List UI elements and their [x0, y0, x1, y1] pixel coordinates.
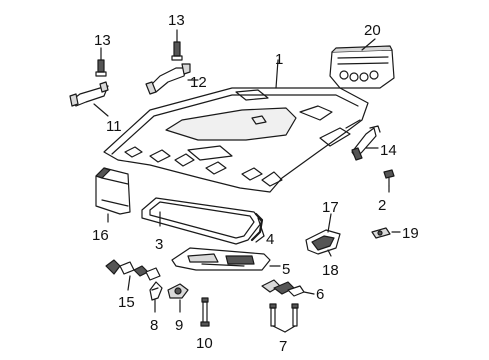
bolts-7-part — [269, 303, 299, 327]
lamp-module-16-part — [95, 167, 131, 215]
leader-line-17 — [327, 213, 332, 233]
fastener-13b-part — [171, 41, 183, 61]
callout-6: 6 — [316, 286, 324, 303]
callout-4: 4 — [266, 231, 274, 248]
coat-hook-14-part — [351, 125, 381, 161]
leader-line-15 — [127, 275, 131, 291]
leader-line-18 — [327, 249, 332, 257]
leader-line-6 — [303, 291, 315, 295]
fastener-13a-part — [95, 59, 107, 77]
leader-line-4a — [257, 217, 265, 237]
leader-line-4b — [255, 235, 265, 243]
callout-14: 14 — [380, 142, 397, 159]
console-bezel-5-part — [171, 247, 271, 271]
callout-18: 18 — [322, 262, 339, 279]
callout-15: 15 — [118, 294, 135, 311]
callout-13b: 13 — [168, 12, 185, 29]
sunroof-frame-3-part — [141, 197, 264, 245]
callout-8: 8 — [150, 317, 158, 334]
leader-line-7a — [272, 325, 286, 333]
callout-16: 16 — [92, 227, 109, 244]
leader-line-7b — [284, 325, 296, 333]
callout-1: 1 — [275, 51, 283, 68]
grab-handle-12-part — [145, 63, 191, 95]
callout-10: 10 — [196, 335, 213, 352]
clip-8-part — [149, 281, 163, 301]
clip-19-part — [371, 227, 391, 239]
callout-13a: 13 — [94, 32, 111, 49]
leader-line-20 — [361, 38, 376, 51]
leader-line-1 — [275, 59, 279, 89]
callout-5: 5 — [282, 261, 290, 278]
headliner-part — [103, 87, 369, 193]
callout-2: 2 — [378, 197, 386, 214]
grab-handle-11-part — [69, 81, 109, 107]
bracket-6-part — [261, 279, 305, 297]
retainer-clips-15-part — [105, 259, 161, 281]
callout-12: 12 — [190, 74, 207, 91]
callout-17: 17 — [322, 199, 339, 216]
callout-7: 7 — [279, 338, 287, 355]
callout-11: 11 — [106, 118, 122, 135]
callout-19: 19 — [402, 225, 419, 242]
bolt-10-part — [200, 297, 210, 327]
overhead-console-part — [329, 45, 395, 89]
callout-20: 20 — [364, 22, 381, 39]
clip-2-part — [383, 169, 395, 187]
callout-3: 3 — [155, 236, 163, 253]
leader-line-11 — [93, 103, 109, 117]
clip-9-part — [167, 283, 189, 299]
callout-9: 9 — [175, 317, 183, 334]
map-lamp-17-part — [305, 229, 341, 255]
